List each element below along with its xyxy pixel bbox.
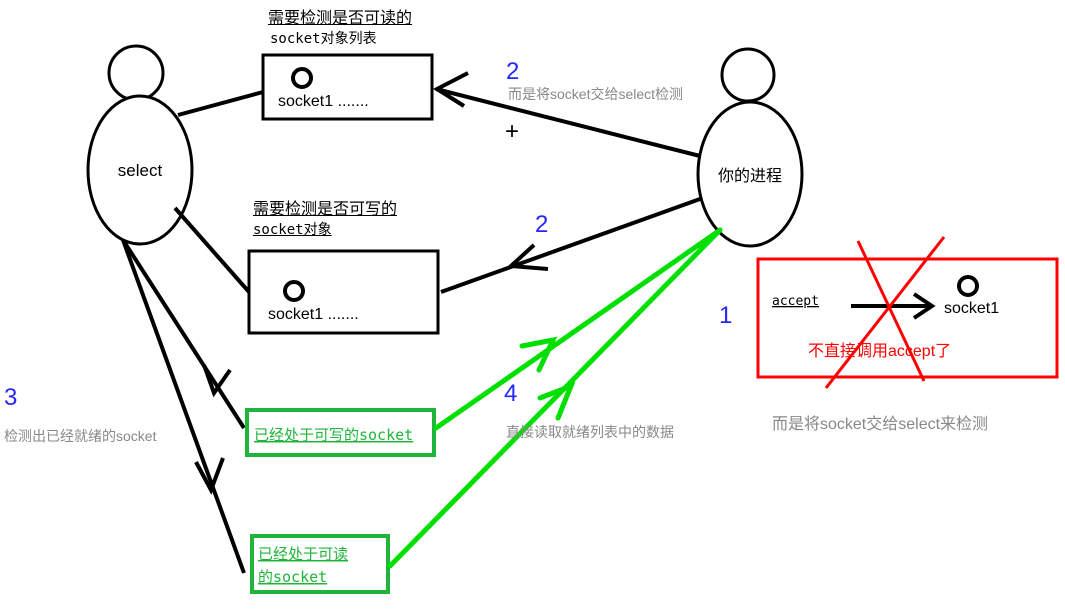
process-to-ready-read-line xyxy=(387,227,723,569)
ready-write-label: 已经处于可写的socket xyxy=(254,426,413,444)
hand-to-select-note: 而是将socket交给select检测 xyxy=(508,86,684,102)
writable-box-content: socket1 ....... xyxy=(268,306,359,323)
accept-socket-label: socket1 xyxy=(944,300,999,317)
cross-mark-line-2 xyxy=(824,236,946,389)
select-head xyxy=(107,44,165,102)
readable-socket-box: socket1 ....... xyxy=(261,53,434,121)
select-to-ready-read-arrow xyxy=(121,239,246,574)
hand-to-select-note-2: 而是将socket交给select来检测 xyxy=(772,416,989,433)
step-3: 3 xyxy=(4,384,18,411)
socket-circle-icon xyxy=(291,67,313,89)
arrowhead-icon xyxy=(537,381,576,421)
writable-socket-box: socket1 ....... xyxy=(247,249,440,335)
step-4: 4 xyxy=(504,380,518,407)
socket-circle-icon xyxy=(957,275,979,297)
select-label: select xyxy=(118,161,163,180)
arrowhead-icon xyxy=(519,336,558,373)
select-body xyxy=(86,94,194,246)
green-lines xyxy=(387,227,723,569)
process-actor: 你的进程 xyxy=(696,47,804,248)
select-to-readable-line xyxy=(177,90,264,117)
process-to-ready-write-line xyxy=(433,227,723,431)
arrowhead-icon xyxy=(202,364,232,398)
read-ready-list-note: 直接读取就绪列表中的数据 xyxy=(506,424,674,440)
ready-read-label-1: 已经处于可读 xyxy=(258,545,348,563)
cross-mark-line-1 xyxy=(856,240,926,382)
socket-circle-icon xyxy=(283,280,305,302)
arrowhead-icon xyxy=(194,457,225,495)
ready-write-box: 已经处于可写的socket xyxy=(245,408,436,457)
process-to-writable-arrow xyxy=(440,197,701,294)
readable-box-subtitle: socket对象列表 xyxy=(270,31,377,47)
select-actor: select xyxy=(86,44,194,246)
plus-mark: + xyxy=(505,118,519,145)
step-2-bottom: 2 xyxy=(535,211,549,238)
ready-read-box: 已经处于可读 的socket xyxy=(250,534,390,594)
detect-ready-note: 检测出已经就绪的socket xyxy=(4,428,157,444)
arrowhead-icon xyxy=(432,71,469,108)
process-to-readable-arrow xyxy=(435,87,701,158)
readable-box-title: 需要检测是否可读的 xyxy=(268,8,413,27)
process-head xyxy=(720,47,776,103)
select-to-writable-line xyxy=(173,206,251,294)
accept-label: accept xyxy=(772,294,819,309)
no-accept-label: 不直接调用accept了 xyxy=(808,342,951,360)
rejected-accept-box: accept socket1 不直接调用accept了 xyxy=(756,236,1059,389)
step-1: 1 xyxy=(719,302,733,329)
writable-box-title: 需要检测是否可写的 xyxy=(253,199,398,218)
readable-box-content: socket1 ....... xyxy=(278,93,369,110)
writable-box-subtitle: socket对象 xyxy=(253,222,332,238)
step-2-top: 2 xyxy=(506,58,520,85)
arrowhead-icon xyxy=(506,243,549,271)
arrowhead-icon xyxy=(912,292,936,320)
process-label: 你的进程 xyxy=(718,166,782,185)
ready-read-label-2: 的socket xyxy=(258,568,327,586)
process-body xyxy=(696,100,804,248)
select-to-ready-write-arrow xyxy=(121,238,246,430)
black-lines xyxy=(121,71,701,574)
